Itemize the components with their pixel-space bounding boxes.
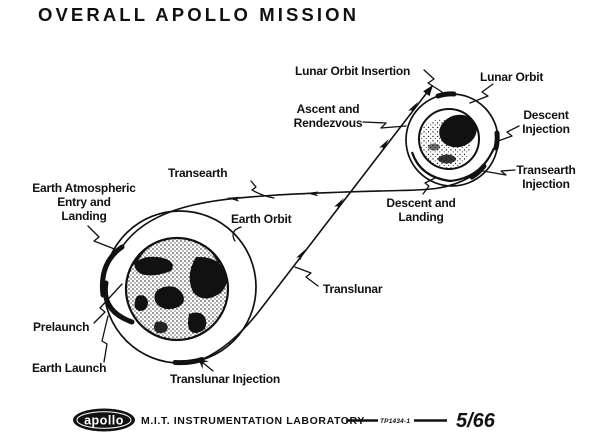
leader-translunar: [294, 266, 319, 287]
leader-translunar-injection: [201, 361, 214, 372]
moon-outline: [418, 108, 480, 170]
page-title: OVERALL APOLLO MISSION: [38, 4, 359, 25]
label-earth-orbit: Earth Orbit: [231, 212, 292, 226]
label-ascent-line2: Rendezvous: [294, 116, 363, 130]
leader-translunar-injection-arrowhead-icon: [198, 359, 209, 370]
earth-launch-path: [102, 280, 135, 325]
apollo-logo-inner-ring: [76, 411, 132, 429]
footer: apollo M.I.T. INSTRUMENTATION LABORATORY…: [73, 408, 496, 432]
label-descent-injection-line2: Injection: [522, 122, 570, 136]
translunar-injection-burn-arc: [172, 357, 205, 366]
translunar-direction-marker: [379, 138, 389, 151]
label-translunar-injection: Translunar Injection: [170, 372, 280, 386]
leader-descent-landing: [422, 177, 436, 195]
label-lunar-orbit: Lunar Orbit: [480, 70, 543, 84]
label-earth-entry-line3: Landing: [61, 209, 106, 223]
translunar-direction-marker: [408, 101, 418, 114]
label-transearth-injection-line2: Injection: [522, 177, 570, 191]
leader-lines: [87, 69, 520, 372]
label-prelaunch: Prelaunch: [33, 320, 89, 334]
leader-lunar-orbit-insertion: [423, 69, 443, 93]
earth-globe: [126, 238, 228, 340]
phase-labels: Lunar Orbit Insertion Lunar Orbit Ascent…: [32, 64, 576, 386]
leader-transearth-injection: [482, 169, 516, 176]
label-lunar-orbit-insertion: Lunar Orbit Insertion: [295, 64, 410, 78]
label-transearth: Transearth: [168, 166, 227, 180]
label-earth-entry-line1: Earth Atmospheric: [32, 181, 136, 195]
document-number: TP1434-1: [380, 418, 410, 425]
lunar-orbit-insertion-burn-arc: [435, 91, 457, 99]
translunar-direction-marker: [334, 197, 344, 210]
transearth-direction-marker: [226, 196, 240, 202]
translunar-arrowhead-icon: [423, 85, 433, 97]
apollo-logo-text: apollo: [84, 414, 124, 428]
label-descent-landing-line1: Descent and: [386, 196, 455, 210]
apollo-logo: apollo: [73, 408, 135, 432]
descent-injection-burn-arc: [493, 130, 500, 151]
leader-earth-orbit: [232, 226, 242, 242]
transearth-injection-burn-arc: [469, 163, 487, 180]
label-ascent-line1: Ascent and: [297, 102, 360, 116]
earth-figure: [103, 210, 257, 366]
organization-name: M.I.T. INSTRUMENTATION LABORATORY: [141, 415, 365, 427]
atmospheric-entry-arc: [99, 244, 125, 298]
label-transearth-injection-line1: Transearth: [516, 163, 575, 177]
transearth-direction-marker: [305, 191, 319, 197]
label-descent-landing-line2: Landing: [398, 210, 443, 224]
label-earth-entry-line2: Entry and: [57, 195, 111, 209]
leader-earth-launch: [101, 315, 109, 363]
leader-lunar-orbit: [469, 83, 494, 104]
leader-prelaunch: [93, 283, 123, 324]
label-descent-injection-line1: Descent: [523, 108, 568, 122]
leader-earth-entry: [87, 225, 118, 251]
moon-figure: [405, 91, 500, 187]
label-earth-launch: Earth Launch: [32, 361, 106, 375]
publication-date: 5/66: [456, 410, 496, 432]
translunar-direction-marker: [296, 248, 306, 261]
apollo-logo-oval: [73, 408, 135, 432]
label-translunar: Translunar: [323, 282, 383, 296]
earth-outline: [124, 236, 230, 342]
translunar-trajectory: [202, 85, 433, 360]
leader-transearth: [250, 180, 275, 199]
leader-ascent-rendezvous: [362, 121, 407, 129]
leader-descent-injection: [497, 125, 520, 142]
descent-landing-path: [410, 147, 496, 183]
moon-globe: [419, 109, 479, 169]
